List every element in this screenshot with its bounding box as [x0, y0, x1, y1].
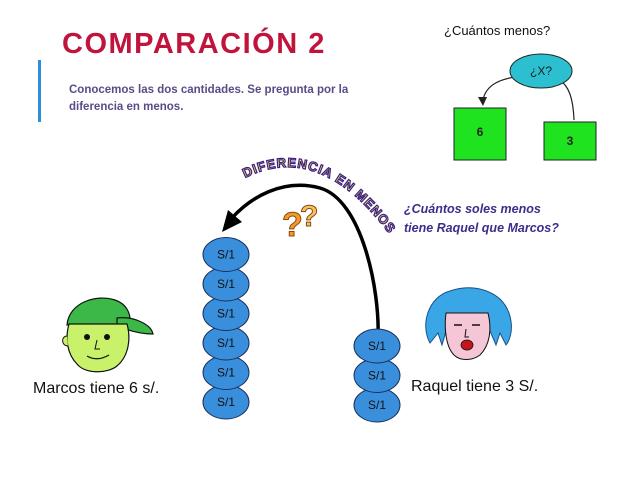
- marcos-coin-stack: S/1S/1S/1S/1S/1S/1: [202, 237, 250, 420]
- raquel-face: [444, 312, 491, 360]
- raquel-coin-label: S/1: [368, 369, 386, 383]
- raquel-coin-stack: S/1S/1S/1: [353, 328, 401, 423]
- arc-arrow-line: [230, 183, 380, 339]
- raquel-coin: [353, 328, 401, 364]
- tree-left-arrowhead: [478, 97, 487, 106]
- accent-bar: [38, 60, 41, 122]
- question-text: ¿Cuántos menos?: [444, 23, 551, 38]
- question-detail-line2: tiene Raquel que Marcos?: [404, 221, 559, 235]
- question-detail: ¿Cuántos soles menos tiene Raquel que Ma…: [404, 200, 604, 238]
- tree-root-node: [509, 53, 573, 89]
- raquel-coin-label: S/1: [368, 398, 386, 412]
- tree-root-label: ¿X?: [530, 64, 552, 78]
- raquel-mouth: [460, 339, 474, 351]
- tree-right-box: [543, 121, 597, 161]
- marcos-eye-right: [104, 334, 110, 340]
- svg-text:?: ?: [300, 200, 318, 233]
- svg-text:?: ?: [282, 206, 303, 244]
- raquel-coin-label: S/1: [368, 339, 386, 353]
- arc-arrow-head: [222, 210, 242, 232]
- marcos-nose: [94, 339, 100, 350]
- marcos-mouth: [86, 354, 110, 360]
- marcos-coin: [202, 237, 250, 272]
- tree-right-label: 3: [567, 134, 574, 148]
- question-detail-line1: ¿Cuántos soles menos: [404, 202, 541, 216]
- marcos-caption: Marcos tiene 6 s/.: [33, 380, 160, 397]
- marcos-eye-left: [84, 334, 90, 340]
- raquel-nose: [464, 328, 469, 338]
- raquel-caption: Raquel tiene 3 S/.: [411, 378, 539, 395]
- difference-tree: ¿X? 6 3: [453, 53, 597, 161]
- raquel-avatar: [425, 287, 512, 360]
- marcos-ear: [62, 335, 69, 347]
- slide-subtitle: Conocemos las dos cantidades. Se pregunt…: [69, 84, 349, 113]
- tree-left-label: 6: [477, 125, 484, 139]
- marcos-avatar: [62, 297, 154, 373]
- marcos-face: [66, 323, 130, 373]
- marcos-coin-label: S/1: [217, 277, 235, 291]
- marcos-coin-label: S/1: [217, 366, 235, 380]
- marcos-coin-label: S/1: [217, 395, 235, 409]
- slide-title: COMPARACIÓN 2: [62, 28, 326, 60]
- question-marks-icon: ? ?: [282, 200, 319, 245]
- marcos-coin-label: S/1: [217, 307, 235, 321]
- marcos-coin-label: S/1: [217, 248, 235, 262]
- tree-left-box: [453, 107, 507, 161]
- marcos-coin-label: S/1: [217, 336, 235, 350]
